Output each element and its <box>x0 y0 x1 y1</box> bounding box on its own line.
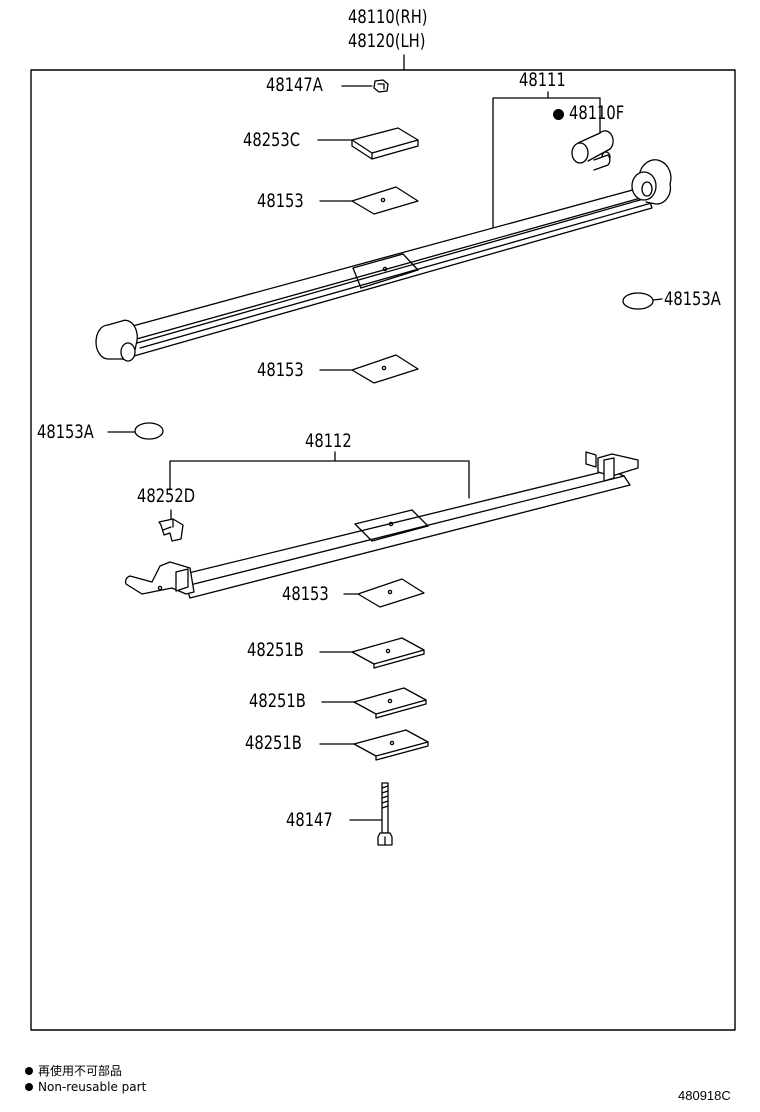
plate-48253C <box>317 127 419 160</box>
part-48153-top-label: 48153 <box>257 190 304 212</box>
pad-48153-middle <box>319 354 419 384</box>
part-48251B-1-label: 48251B <box>247 639 304 661</box>
part-48253C-label: 48253C <box>243 129 301 151</box>
part-48111-label: 48111 <box>519 69 566 91</box>
assembly-lh-label: 48120(LH) <box>348 30 426 52</box>
plate-48251B-2 <box>321 687 427 719</box>
nut-48147A <box>341 79 389 93</box>
legend-bullet-icon <box>25 1083 33 1091</box>
cap-48153A-left <box>107 422 164 440</box>
legend-english: Non-reusable part <box>38 1080 147 1094</box>
part-48112-label: 48112 <box>305 430 352 452</box>
main-leaf-48111 <box>95 159 672 362</box>
bushing-48110F <box>571 130 614 171</box>
legend-bullet-icon <box>25 1067 33 1075</box>
bolt-48147 <box>349 782 393 846</box>
cap-48153A-right <box>622 292 663 310</box>
leader-48112 <box>169 451 470 499</box>
figure-code: 480918C <box>678 1088 731 1103</box>
leader-48111 <box>492 91 601 229</box>
part-48251B-2-label: 48251B <box>249 690 306 712</box>
part-48110F-label: 48110F <box>569 102 625 124</box>
part-48147-label: 48147 <box>286 809 333 831</box>
part-48252D-label: 48252D <box>137 485 196 507</box>
pad-48153-top <box>319 186 419 215</box>
non-reusable-marker-icon <box>553 109 564 120</box>
legend-japanese: 再使用不可部品 <box>38 1064 123 1078</box>
pad-48153-lower <box>343 578 425 608</box>
part-48251B-3-label: 48251B <box>245 732 302 754</box>
plate-48251B-1 <box>319 637 425 669</box>
clip-48252D <box>158 509 184 542</box>
second-leaf-48112 <box>124 451 639 599</box>
part-48153A-left-label: 48153A <box>37 421 94 443</box>
part-48153-middle-label: 48153 <box>257 359 304 381</box>
part-48153-lower-label: 48153 <box>282 583 329 605</box>
part-48147A-label: 48147A <box>266 74 323 96</box>
plate-48251B-3 <box>319 729 429 761</box>
diagram-frame <box>30 69 736 1031</box>
assembly-rh-label: 48110(RH) <box>348 6 428 28</box>
part-48153A-right-label: 48153A <box>664 288 721 310</box>
